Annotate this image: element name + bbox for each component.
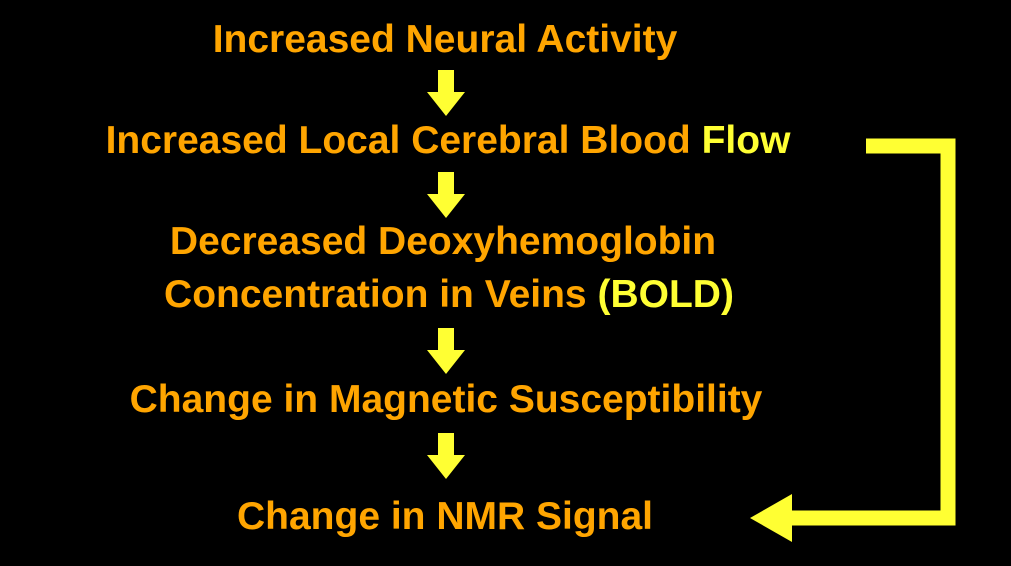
step-deoxyhemoglobin-line2-label: Concentration in Veins bbox=[164, 273, 587, 316]
step-deoxyhemoglobin-line1-label: Decreased Deoxyhemoglobin bbox=[169, 220, 717, 263]
step-magnetic-susceptibility: Change in Magnetic Susceptibility bbox=[130, 377, 763, 423]
arrow-down-icon bbox=[427, 172, 465, 218]
step-blood-flow-highlight: Flow bbox=[701, 119, 791, 162]
step-neural-activity: Increased Neural Activity bbox=[213, 17, 678, 63]
step-nmr-signal-label: Change in NMR Signal bbox=[236, 495, 654, 538]
step-blood-flow: Increased Local Cerebral Blood Flow bbox=[106, 118, 791, 164]
arrow-down-icon bbox=[427, 433, 465, 479]
step-deoxyhemoglobin-line2: Concentration in Veins (BOLD) bbox=[164, 272, 734, 318]
bypass-connector-line bbox=[790, 138, 956, 526]
arrow-left-icon bbox=[750, 494, 792, 542]
step-neural-activity-label: Increased Neural Activity bbox=[212, 18, 678, 61]
step-blood-flow-label: Increased Local Cerebral Blood bbox=[105, 119, 691, 162]
bold-highlight: (BOLD) bbox=[597, 273, 734, 316]
step-deoxyhemoglobin-line1: Decreased Deoxyhemoglobin bbox=[170, 219, 716, 265]
arrow-down-icon bbox=[427, 328, 465, 374]
step-magnetic-susceptibility-label: Change in Magnetic Susceptibility bbox=[129, 378, 763, 421]
step-nmr-signal: Change in NMR Signal bbox=[237, 494, 653, 540]
arrow-down-icon bbox=[427, 70, 465, 116]
